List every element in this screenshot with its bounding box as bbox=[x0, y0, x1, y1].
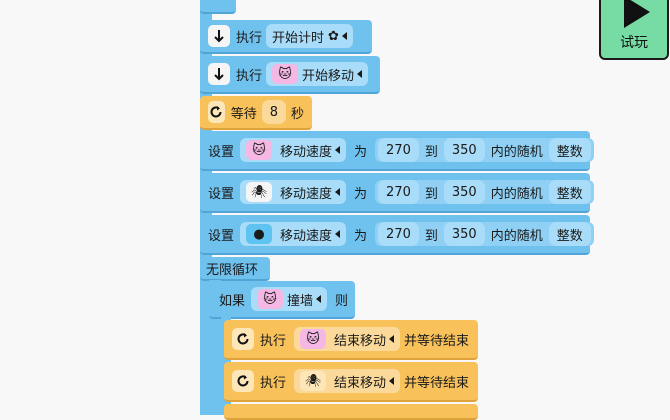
exec-label: 执行 bbox=[260, 333, 287, 349]
random-label: 内的随机 bbox=[490, 144, 543, 160]
dropdown-arrow-icon bbox=[357, 70, 362, 78]
dropdown-arrow-icon bbox=[335, 146, 341, 154]
spider-sprite-icon: 🕷 bbox=[300, 371, 327, 391]
refresh-icon bbox=[208, 101, 225, 123]
start-move-dropdown[interactable]: 🐱 开始移动 bbox=[265, 62, 368, 86]
hit-wall-condition[interactable]: 🐱 撞墙 bbox=[251, 287, 328, 311]
stop-move-dropdown[interactable]: 🐱 结束移动 bbox=[294, 327, 401, 351]
play-icon bbox=[624, 0, 650, 28]
start-timer-text: 开始计时 bbox=[272, 30, 325, 46]
cat-sprite-icon: 🐱 bbox=[246, 140, 273, 160]
speed-prop-text: 移动速度 bbox=[280, 228, 333, 244]
if-block[interactable]: 如果 🐱 撞墙 则 bbox=[209, 281, 355, 319]
play-button-label: 试玩 bbox=[620, 35, 648, 51]
set-speed-block-blob[interactable]: 设置 ● 移动速度 为 270 到 350 内的随机 整数 bbox=[200, 215, 594, 255]
play-button[interactable]: 试玩 bbox=[599, 0, 669, 60]
random-label: 内的随机 bbox=[490, 186, 543, 202]
exec-label: 执行 bbox=[260, 375, 287, 391]
dropdown-arrow-icon bbox=[389, 377, 395, 385]
random-range-block[interactable]: 270 到 350 内的随机 整数 bbox=[375, 222, 594, 246]
exec-start-move-block[interactable]: 执行 🐱 开始移动 bbox=[200, 56, 380, 94]
exec-stop-move-block-cat[interactable]: 执行 🐱 结束移动 并等待结束 bbox=[224, 320, 478, 360]
then-label: 则 bbox=[335, 293, 349, 309]
to-label: 到 bbox=[424, 228, 438, 244]
dropdown-arrow-icon bbox=[389, 335, 395, 343]
set-label: 设置 bbox=[208, 144, 235, 160]
set-label: 设置 bbox=[208, 228, 235, 244]
wait-until-done-label: 并等待结束 bbox=[404, 333, 470, 349]
refresh-icon bbox=[232, 370, 254, 392]
forever-loop-block[interactable]: 无限循环 bbox=[200, 257, 270, 281]
integer-type-dropdown[interactable]: 整数 bbox=[548, 180, 591, 204]
cat-sprite-icon: 🐱 bbox=[271, 64, 298, 84]
speed-prop-text: 移动速度 bbox=[280, 186, 333, 202]
gear-icon: ✿ bbox=[328, 28, 339, 44]
exec-stop-move-block-spider[interactable]: 执行 🕷 结束移动 并等待结束 bbox=[224, 362, 478, 402]
min-value-input[interactable]: 270 bbox=[378, 222, 419, 246]
seconds-unit: 秒 bbox=[290, 106, 304, 122]
stop-move-dropdown[interactable]: 🕷 结束移动 bbox=[294, 369, 401, 393]
dropdown-arrow-icon bbox=[341, 32, 347, 40]
speed-prop-text: 移动速度 bbox=[280, 144, 333, 160]
random-range-block[interactable]: 270 到 350 内的随机 整数 bbox=[375, 180, 594, 204]
forever-loop-label: 无限循环 bbox=[206, 262, 259, 278]
dropdown-arrow-icon bbox=[335, 230, 341, 238]
set-speed-block-spider[interactable]: 设置 🕷 移动速度 为 270 到 350 内的随机 整数 bbox=[200, 173, 594, 213]
dropdown-arrow-icon bbox=[316, 295, 322, 303]
as-label: 为 bbox=[354, 186, 368, 202]
exec-label: 执行 bbox=[236, 30, 263, 46]
stop-move-text: 结束移动 bbox=[334, 375, 387, 391]
integer-type-dropdown[interactable]: 整数 bbox=[548, 138, 591, 162]
arrow-down-icon bbox=[208, 25, 230, 47]
start-timer-dropdown[interactable]: 开始计时 ✿ bbox=[266, 24, 353, 48]
next-block-partial[interactable] bbox=[224, 404, 478, 420]
max-value-input[interactable]: 350 bbox=[443, 222, 485, 246]
sprite-speed-dropdown[interactable]: ● 移动速度 bbox=[240, 222, 347, 246]
hit-wall-text: 撞墙 bbox=[287, 293, 314, 309]
wait-until-done-label: 并等待结束 bbox=[404, 375, 470, 391]
blob-sprite-icon: ● bbox=[246, 224, 273, 244]
stop-move-text: 结束移动 bbox=[334, 333, 387, 349]
exec-start-timer-block[interactable]: 执行 开始计时 ✿ bbox=[200, 20, 372, 54]
max-value-input[interactable]: 350 bbox=[443, 180, 485, 204]
integer-type-dropdown[interactable]: 整数 bbox=[548, 222, 591, 246]
set-label: 设置 bbox=[208, 186, 235, 202]
wait-seconds-input[interactable]: 8 bbox=[261, 100, 286, 124]
refresh-icon bbox=[232, 328, 254, 350]
set-speed-block-cat[interactable]: 设置 🐱 移动速度 为 270 到 350 内的随机 整数 bbox=[200, 131, 594, 171]
cat-sprite-icon: 🐱 bbox=[300, 329, 327, 349]
to-label: 到 bbox=[424, 144, 438, 160]
if-label: 如果 bbox=[219, 293, 246, 309]
cat-sprite-icon: 🐱 bbox=[257, 289, 284, 309]
sprite-speed-dropdown[interactable]: 🕷 移动速度 bbox=[240, 180, 347, 204]
as-label: 为 bbox=[354, 228, 368, 244]
min-value-input[interactable]: 270 bbox=[378, 180, 419, 204]
random-range-block[interactable]: 270 到 350 内的随机 整数 bbox=[375, 138, 594, 162]
arrow-down-icon bbox=[208, 63, 230, 85]
max-value-input[interactable]: 350 bbox=[443, 138, 485, 162]
sprite-speed-dropdown[interactable]: 🐱 移动速度 bbox=[240, 138, 347, 162]
exec-label: 执行 bbox=[235, 68, 262, 84]
dropdown-arrow-icon bbox=[335, 188, 341, 196]
top-block-stub[interactable] bbox=[200, 0, 236, 14]
as-label: 为 bbox=[354, 144, 368, 160]
to-label: 到 bbox=[424, 186, 438, 202]
spider-sprite-icon: 🕷 bbox=[246, 182, 273, 202]
wait-block[interactable]: 等待 8 秒 bbox=[200, 96, 312, 130]
wait-label: 等待 bbox=[230, 106, 257, 122]
min-value-input[interactable]: 270 bbox=[378, 138, 419, 162]
start-move-text: 开始移动 bbox=[301, 68, 354, 84]
random-label: 内的随机 bbox=[490, 228, 543, 244]
